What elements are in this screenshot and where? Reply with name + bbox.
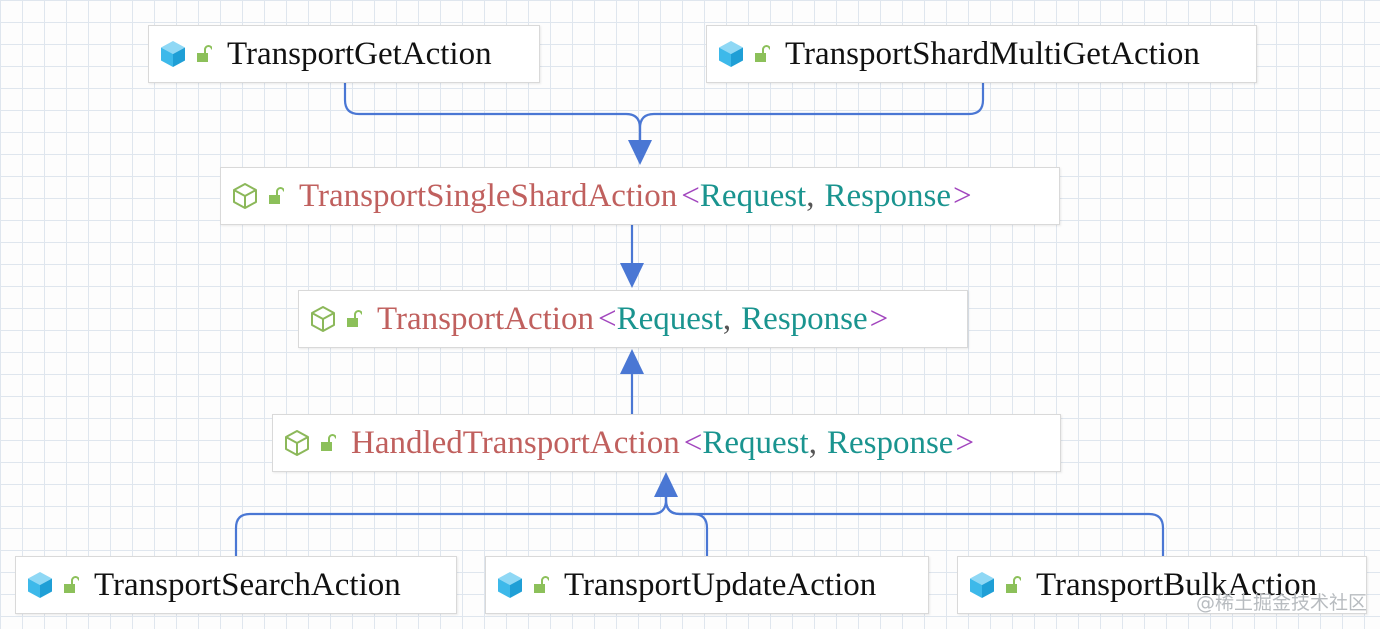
arrowhead-up-handled — [654, 472, 678, 497]
class-node-transport-shard-multi-get-action[interactable]: TransportShardMultiGetAction — [706, 25, 1257, 83]
type-param-request: Request — [616, 300, 723, 337]
edge-bulk-to-handled — [664, 496, 1165, 556]
public-open-lock-icon — [753, 44, 771, 64]
generic-open-bracket: < — [597, 300, 617, 337]
class-node-transport-bulk-action[interactable]: TransportBulkAction — [957, 556, 1367, 614]
public-open-lock-icon — [1004, 575, 1022, 595]
class-name: TransportBulkAction — [1036, 566, 1318, 603]
generic-close-bracket: > — [955, 424, 975, 461]
arrowhead-down-single-shard — [628, 140, 652, 165]
type-param-response: Response — [826, 424, 954, 461]
class-cube-icon — [717, 40, 745, 68]
class-name: TransportAction — [377, 300, 594, 337]
public-open-lock-icon — [267, 186, 285, 206]
watermark-text: @稀土掘金技术社区 — [1196, 592, 1368, 614]
abstract-class-node-transport-single-shard-action[interactable]: TransportSingleShardAction < Request , R… — [220, 167, 1060, 225]
edge-multiget-to-single-shard — [638, 82, 985, 142]
type-param-response: Response — [824, 177, 951, 214]
edge-update-to-handled — [664, 496, 709, 556]
class-name: TransportUpdateAction — [564, 566, 877, 603]
abstract-cube-outline-icon — [283, 429, 311, 457]
class-node-transport-update-action[interactable]: TransportUpdateAction — [485, 556, 929, 614]
class-cube-icon — [496, 571, 524, 599]
edge-search-to-handled — [234, 496, 668, 556]
type-param-separator: , — [808, 424, 817, 461]
public-open-lock-icon — [62, 575, 80, 595]
public-open-lock-icon — [345, 309, 363, 329]
generic-close-bracket: > — [952, 177, 972, 214]
public-open-lock-icon — [319, 433, 337, 453]
class-name: TransportGetAction — [227, 35, 492, 72]
generic-close-bracket: > — [869, 300, 889, 337]
type-param-separator: , — [722, 300, 732, 337]
public-open-lock-icon — [532, 575, 550, 595]
public-open-lock-icon — [195, 44, 213, 64]
type-param-separator: , — [806, 177, 815, 214]
class-name: TransportSearchAction — [94, 566, 401, 603]
class-cube-icon — [26, 571, 54, 599]
class-name: TransportShardMultiGetAction — [785, 35, 1200, 72]
abstract-class-node-handled-transport-action[interactable]: HandledTransportAction < Request , Respo… — [272, 414, 1061, 472]
edge-get-to-single-shard — [343, 82, 642, 142]
class-node-transport-search-action[interactable]: TransportSearchAction — [15, 556, 457, 614]
class-name: HandledTransportAction — [351, 424, 680, 461]
arrowhead-down-transport-action — [620, 263, 644, 288]
type-param-response: Response — [741, 300, 868, 337]
type-param-request: Request — [702, 424, 809, 461]
class-node-transport-get-action[interactable]: TransportGetAction — [148, 25, 540, 83]
abstract-class-node-transport-action[interactable]: TransportAction < Request , Response > — [298, 290, 968, 348]
arrowhead-up-transport-action — [620, 349, 644, 374]
class-cube-icon — [968, 571, 996, 599]
generic-open-bracket: < — [681, 177, 700, 214]
abstract-cube-outline-icon — [231, 182, 259, 210]
abstract-cube-outline-icon — [309, 305, 337, 333]
class-name: TransportSingleShardAction — [299, 177, 678, 214]
type-param-request: Request — [699, 177, 807, 214]
generic-open-bracket: < — [683, 424, 703, 461]
class-cube-icon — [159, 40, 187, 68]
